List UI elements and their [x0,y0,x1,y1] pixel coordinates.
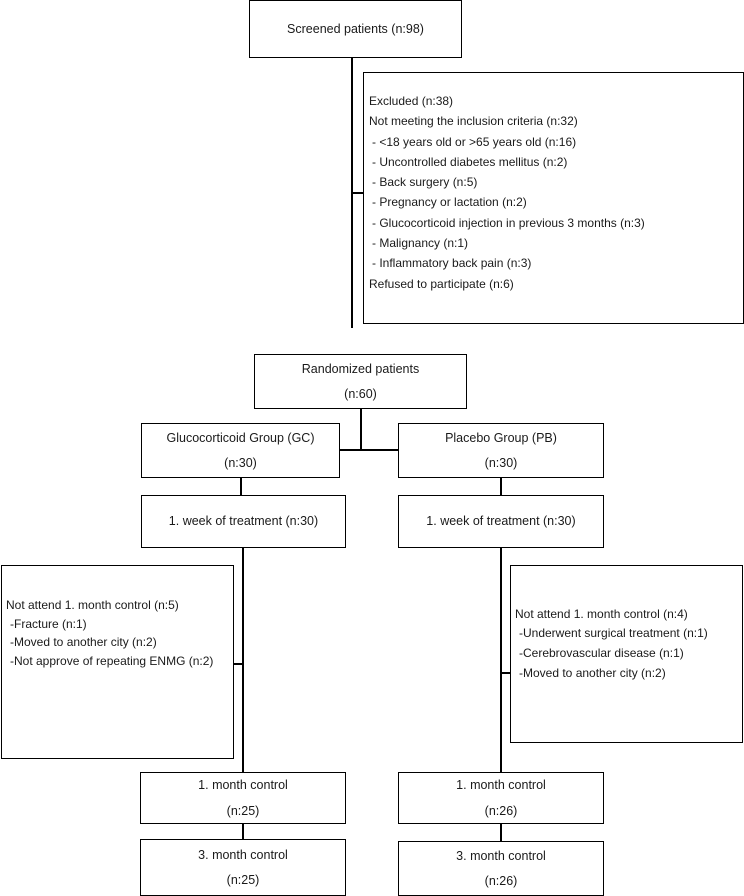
connector-pb-week-to-month1 [500,547,502,773]
pb-lost-reason: -Moved to another city (n:2) [519,665,666,680]
gc-month3-count: (n:25) [226,873,260,887]
gc-month3-box: 3. month control (n:25) [140,839,346,896]
connector-gc-group-to-week [240,477,242,495]
connector-gc-week-to-month1 [242,547,244,773]
excluded-title: Excluded (n:38) [369,94,454,108]
connector-pb-to-lost [500,672,510,674]
pb-month1-count: (n:26) [484,803,518,818]
connector-gc-to-lost [233,663,243,665]
refused-to-participate: Refused to participate (n:6) [369,276,514,291]
gc-week-box: 1. week of treatment (n:30) [141,495,346,548]
pb-group-box: Placebo Group (PB) (n:30) [398,423,604,478]
exclusion-reason: - Pregnancy or lactation (n:2) [372,195,527,210]
excluded-box: Excluded (n:38) Not meeting the inclusio… [363,72,744,324]
randomized-box: Randomized patients (n:60) [254,354,467,409]
pb-group-count: (n:30) [484,455,518,470]
connector-to-excluded [351,192,363,194]
connector-pb-group-to-week [500,477,502,495]
pb-lost-reason: -Underwent surgical treatment (n:1) [519,625,708,640]
pb-week-box: 1. week of treatment (n:30) [398,495,604,548]
connector-pb-month1-to-month3 [500,823,502,841]
pb-lost-reason: -Cerebrovascular disease (n:1) [519,645,684,660]
exclusion-reason: - Back surgery (n:5) [372,175,478,190]
gc-lost-reason: -Moved to another city (n:2) [10,635,157,649]
connector-groups-horizontal [340,449,398,451]
pb-lost-title: Not attend 1. month control (n:4) [515,607,688,621]
gc-group-label: Glucocorticoid Group (GC) [166,431,315,446]
screened-patients-box: Screened patients (n:98) [249,0,462,58]
randomized-label: Randomized patients [301,362,420,377]
pb-month1-box: 1. month control (n:26) [398,772,604,824]
gc-lost-title: Not attend 1. month control (n:5) [6,598,179,612]
pb-group-label: Placebo Group (PB) [445,431,557,446]
gc-lost-reason: -Not approve of repeating ENMG (n:2) [10,653,214,668]
gc-group-count: (n:30) [224,455,257,470]
gc-lost-box: Not attend 1. month control (n:5) -Fract… [1,565,234,759]
gc-week-label: 1. week of treatment (n:30) [168,514,319,529]
pb-week-label: 1. week of treatment (n:30) [426,514,576,529]
exclusion-reason: - Malignancy (n:1) [372,236,469,251]
screened-patients-label: Screened patients (n:98) [287,21,424,36]
not-meeting-criteria: Not meeting the inclusion criteria (n:32… [369,114,578,129]
gc-month1-count: (n:25) [226,803,260,818]
pb-month3-label: 3. month control [456,848,546,863]
gc-month1-label: 1. month control [198,778,288,793]
randomized-count: (n:60) [344,386,377,401]
connector-randomized-down [360,408,362,450]
pb-month1-label: 1. month control [456,778,546,793]
pb-month3-count: (n:26) [484,874,518,888]
pb-month3-box: 3. month control (n:26) [398,841,604,896]
exclusion-reason: - Uncontrolled diabetes mellitus (n:2) [372,154,568,169]
gc-group-box: Glucocorticoid Group (GC) (n:30) [141,423,340,478]
exclusion-reason: - <18 years old or >65 years old (n:16) [372,134,577,149]
gc-month1-box: 1. month control (n:25) [140,772,346,824]
gc-month3-label: 3. month control [198,847,288,862]
pb-lost-box: Not attend 1. month control (n:4) -Under… [510,565,743,743]
exclusion-reason: - Glucocorticoid injection in previous 3… [372,215,645,230]
exclusion-reason: - Inflammatory back pain (n:3) [372,256,532,271]
connector-gc-month1-to-month3 [242,823,244,839]
gc-lost-reason: -Fracture (n:1) [10,616,87,631]
